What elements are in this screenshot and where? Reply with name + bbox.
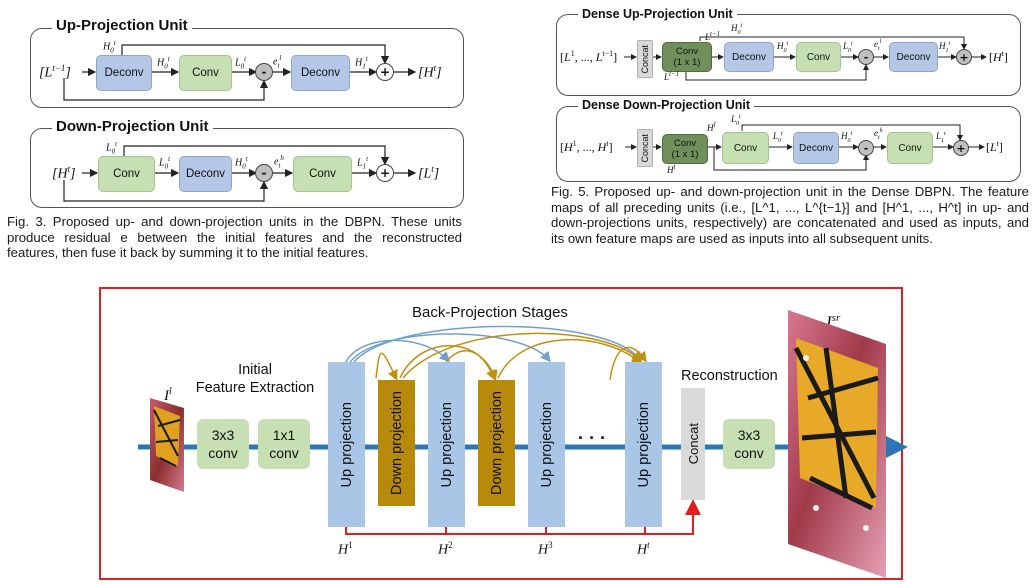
fig3-up-input: [Lt−1] <box>39 63 71 81</box>
fig5-up-l-top: Lt−1 <box>705 30 721 42</box>
fig3-up-e: etl <box>273 54 282 70</box>
fig5-up-title: Dense Up-Projection Unit <box>578 7 737 21</box>
fig3-down-conv-1: Conv <box>98 156 155 192</box>
fig3-up-title: Up-Projection Unit <box>52 17 192 34</box>
fig5-down-l1: L1t <box>936 131 946 144</box>
fig3-down-title: Down-Projection Unit <box>52 118 213 135</box>
fig3-down-conv-2: Conv <box>293 156 352 192</box>
fig5-down-conv-2: Conv <box>887 132 933 164</box>
fig3-up-plus-node: + <box>376 63 394 81</box>
fig5-up-h1: H1t <box>939 41 951 54</box>
fig3-up-unit <box>30 28 464 108</box>
fig5-up-h0-top: H0t <box>731 23 743 36</box>
fig3-down-l1: L1t <box>357 155 369 171</box>
reconstruction-label: Reconstruction <box>681 368 778 384</box>
down-projection-stage-1: Down projection <box>378 380 415 506</box>
back-projection-title: Back-Projection Stages <box>412 304 568 321</box>
fig5-down-h-top: Ht̃ <box>707 121 716 133</box>
fig5-down-h0: H0t <box>841 131 853 144</box>
fig3-down-h0: H0t <box>235 155 248 171</box>
fig3-down-e: eth <box>274 154 284 170</box>
fig5-up-deconv-2: Deconv <box>889 42 938 72</box>
fig5-up-l-bot: Lt−1 <box>664 70 680 82</box>
fig5-up-e: etl <box>874 39 882 52</box>
fig5-connections <box>624 36 987 171</box>
fig5-down-concat: Concat <box>637 129 653 167</box>
down-projection-stage-2: Down projection <box>478 380 515 506</box>
fig3-down-l0-top: L0t <box>106 140 118 156</box>
fig5-up-concat: Concat <box>637 40 653 78</box>
fig5-up-unit <box>556 14 1021 96</box>
fig5-down-conv-1: Conv <box>722 132 769 164</box>
fig5-down-output: [Lt] <box>986 139 1003 154</box>
fig3-down-output: [Lt] <box>418 164 440 182</box>
fig5-up-l0: L0t <box>843 41 853 54</box>
h-label-3: H3 <box>538 540 553 558</box>
fig5-down-l0-mid: L0t <box>773 131 783 144</box>
fig3-down-input: [Ht] <box>52 164 76 182</box>
fig5-down-l0-top: L0t <box>731 114 741 127</box>
initial-feature-label: Initial Feature Extraction <box>190 361 320 397</box>
fig3-down-minus-node: - <box>255 164 273 182</box>
fig3-up-deconv-1: Deconv <box>96 55 152 91</box>
fig3-up-deconv-2: Deconv <box>291 55 350 91</box>
fig5-caption: Fig. 5. Proposed up- and down-projection… <box>551 184 1029 246</box>
fig5-up-conv1x1: Conv(1 x 1) <box>662 42 712 72</box>
up-projection-stage-3: Up projection <box>528 362 565 527</box>
input-butterfly-image <box>150 398 184 492</box>
fig5-up-plus-node: + <box>956 49 972 65</box>
fig5-up-conv: Conv <box>796 42 841 72</box>
fig3-up-h0-top: H0t <box>103 39 116 55</box>
fig3-down-plus-node: + <box>376 164 394 182</box>
fig5-up-h0-mid: H0t <box>777 41 789 54</box>
up-projection-stage-2: Up projection <box>428 362 465 527</box>
fig5-up-input: [L1, ..., Lt−1] <box>560 49 618 64</box>
fig5-down-deconv: Deconv <box>793 132 839 164</box>
output-image-label: Isr <box>826 312 841 332</box>
initial-label-line-2: Feature Extraction <box>195 380 315 396</box>
fig3-up-h1: H1t <box>355 55 368 71</box>
fig5-down-minus-node: - <box>858 140 874 156</box>
concat-box: Concat <box>681 388 705 500</box>
fig5-up-minus-node: - <box>858 49 874 65</box>
output-butterfly-image <box>788 310 886 578</box>
fig5-down-title: Dense Down-Projection Unit <box>578 98 755 112</box>
fig5-down-input: [H1, ..., Ht] <box>560 139 613 154</box>
fig5-down-h-bot: Ht <box>667 163 676 175</box>
fig3-up-h0-mid: H0t <box>157 55 170 71</box>
up-projection-stage-1: Up projection <box>328 362 365 527</box>
fig3-down-l0-mid: L0t <box>159 155 171 171</box>
up-projection-stage-t: Up projection <box>625 362 662 527</box>
fig3-caption: Fig. 3. Proposed up- and down-projection… <box>7 214 462 261</box>
fig3-connections <box>63 44 417 202</box>
ellipsis-dots: · · · <box>578 428 606 448</box>
fig3-down-unit <box>30 128 464 208</box>
h-label-t: Ht <box>637 540 650 558</box>
initial-label-line-1: Initial <box>238 362 272 378</box>
fig5-up-deconv-1: Deconv <box>724 42 774 72</box>
input-image-label: Il <box>164 386 172 404</box>
fig5-up-output: [Ht] <box>989 49 1008 64</box>
fig3-up-l0: L0t <box>235 55 247 71</box>
fig3-up-minus-node: - <box>255 63 273 81</box>
h-label-2: H2 <box>438 540 453 558</box>
fig5-down-plus-node: + <box>953 140 969 156</box>
h-label-1: H1 <box>338 540 353 558</box>
fig5-down-e: eth <box>874 128 883 141</box>
fig3-down-deconv: Deconv <box>179 156 232 192</box>
fig5-down-conv1x1: Conv(1 x 1) <box>662 134 708 164</box>
fig5-down-unit <box>556 106 1021 182</box>
fig3-up-conv: Conv <box>179 55 232 91</box>
fig3-up-output: [Ht] <box>418 63 442 81</box>
